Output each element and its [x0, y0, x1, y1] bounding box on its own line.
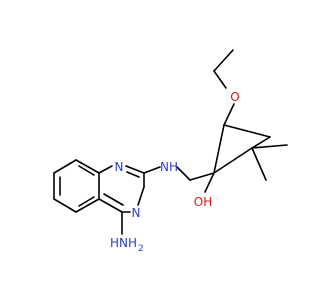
linker-nh-label: NH: [160, 160, 178, 174]
bond: [98, 165, 113, 174]
bond: [125, 165, 145, 174]
ether-oxygen-label: O: [230, 90, 239, 104]
bond: [53, 198, 77, 213]
bond: [98, 198, 123, 213]
ring-nitrogen-bottom: N: [132, 206, 141, 220]
ring-nitrogen-top: N: [115, 160, 124, 174]
bond: [53, 159, 77, 174]
methyl-bond: [251, 144, 288, 149]
pyrimidine-ring: [98, 165, 145, 235]
atom-labels: N N NH H NH 2 OH O: [110, 90, 240, 254]
methyl-bond: [251, 147, 267, 181]
cyclobutane-ring: [204, 124, 288, 193]
bond: [189, 172, 215, 181]
bond: [75, 198, 100, 213]
amine-subscript: 2: [138, 244, 144, 254]
ethoxy-group: [213, 49, 235, 126]
bond: [143, 166, 161, 174]
bond: [223, 103, 235, 126]
amine-label: H NH 2: [110, 236, 144, 254]
amine-h-prefix: H: [110, 236, 119, 250]
double-bond-inner: [78, 165, 95, 176]
bond: [213, 124, 225, 174]
molecule-diagram: N N NH H NH 2 OH O: [53, 49, 288, 254]
bond: [137, 186, 145, 206]
bond: [213, 49, 234, 72]
bond: [213, 147, 253, 174]
bond: [176, 166, 191, 181]
double-bond-inner: [126, 171, 140, 178]
bond: [213, 70, 227, 89]
double-bond-inner: [103, 193, 124, 206]
linker-chain: [143, 166, 215, 181]
amine-nh: NH: [119, 236, 137, 250]
benzene-ring: [53, 159, 100, 213]
double-bond-inner: [78, 196, 95, 207]
structure-canvas: N N NH H NH 2 OH O: [53, 49, 288, 254]
bond: [223, 124, 271, 138]
hydroxyl-label: OH: [194, 195, 212, 209]
bond: [251, 136, 271, 149]
bond: [204, 172, 215, 193]
bond: [75, 159, 100, 174]
